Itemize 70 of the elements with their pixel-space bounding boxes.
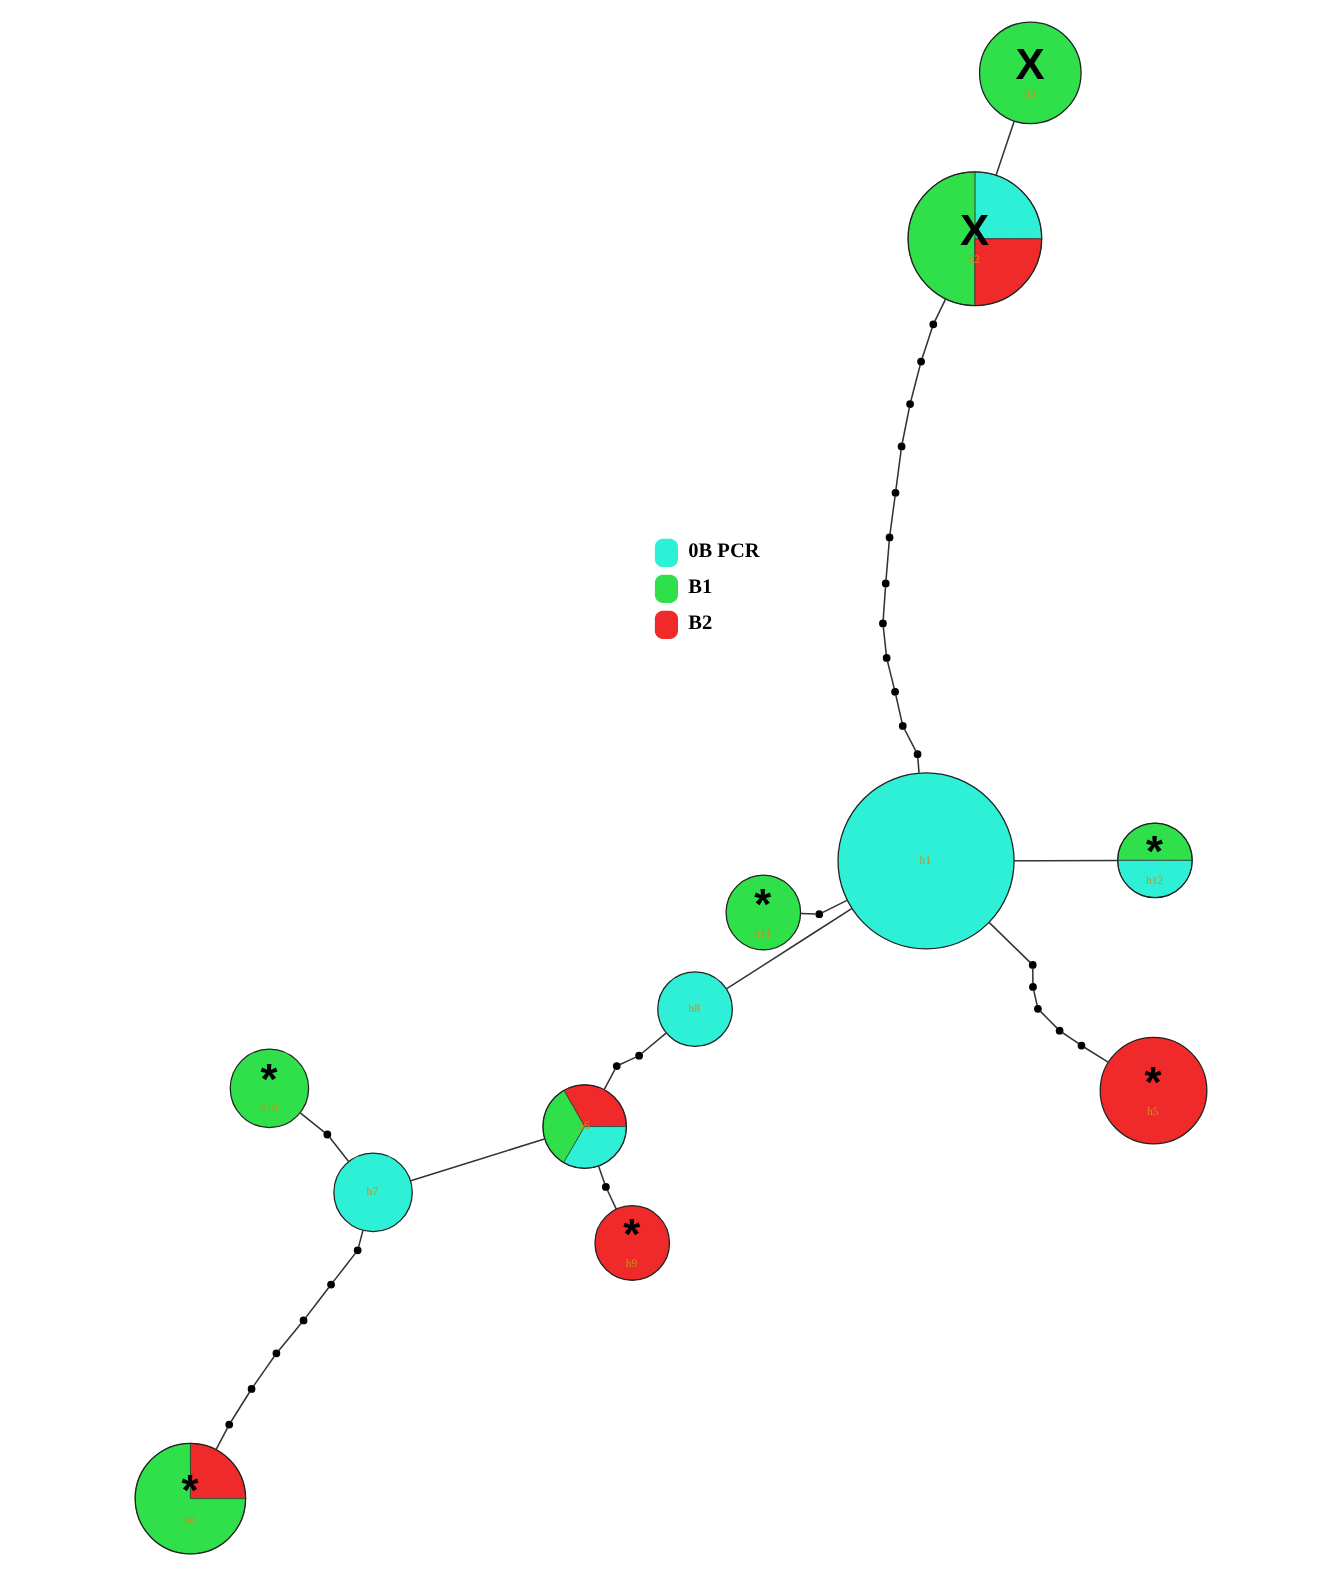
node-circle [611,1062,620,1070]
connector [820,899,847,914]
connector [214,1426,228,1451]
node-circle [896,442,905,451]
connector [994,120,1014,176]
connector [327,1136,349,1163]
node-circle [928,320,937,329]
legend-label: B2 [687,612,712,635]
connector [276,1322,301,1352]
connector [902,728,916,753]
node-circle [1033,1004,1041,1013]
connector [909,364,920,402]
connector [888,495,895,535]
connector [229,1391,250,1423]
connector [900,406,910,445]
connector [1031,967,1033,985]
node-circle [897,722,906,730]
connector [1038,1010,1057,1029]
connector [933,298,946,323]
connector [605,1189,617,1210]
legend-label: 0B PCR [687,540,759,563]
connector [894,449,901,491]
node-circle [601,1183,609,1191]
connector [303,1286,329,1319]
connector [894,694,902,724]
node-circle [246,1385,255,1393]
connector [331,1252,356,1283]
node-circle [1027,961,1036,969]
node-circle [224,1420,233,1429]
connector [1082,1046,1108,1063]
node-circle [890,687,898,696]
connector [356,1229,363,1248]
connector [725,907,852,990]
node-circle [1028,983,1036,991]
node-circle [1054,1026,1063,1035]
node-circle [881,654,890,662]
connector [298,1112,325,1134]
connector [1032,989,1037,1006]
connector [596,1165,605,1185]
node-circle [1076,1041,1085,1050]
node-circle [880,579,889,588]
node-circle [878,619,886,628]
connector [1012,859,1118,862]
node-circle [326,1280,334,1289]
node-circle [884,533,893,542]
connector [799,912,816,915]
node-circle [912,750,921,759]
connector [408,1138,545,1182]
node-circle [890,488,899,497]
legend-label: B1 [687,576,712,599]
node-circle [298,1316,307,1325]
connector [881,586,886,621]
node-circle [814,910,823,918]
node-circle [916,357,924,366]
connector [885,660,894,690]
node-circle [352,1246,361,1255]
connector [920,327,932,360]
connector [618,1056,636,1066]
connector [916,757,919,774]
connector [884,540,890,581]
connector [881,626,887,656]
node-circle [634,1051,642,1060]
connector [987,921,1031,964]
connector [1060,1031,1079,1045]
connector [251,1355,275,1387]
connector [640,1032,666,1055]
node-circle [271,1349,280,1358]
node-circle [905,400,913,408]
node-circle [322,1130,331,1139]
connector [602,1068,615,1091]
